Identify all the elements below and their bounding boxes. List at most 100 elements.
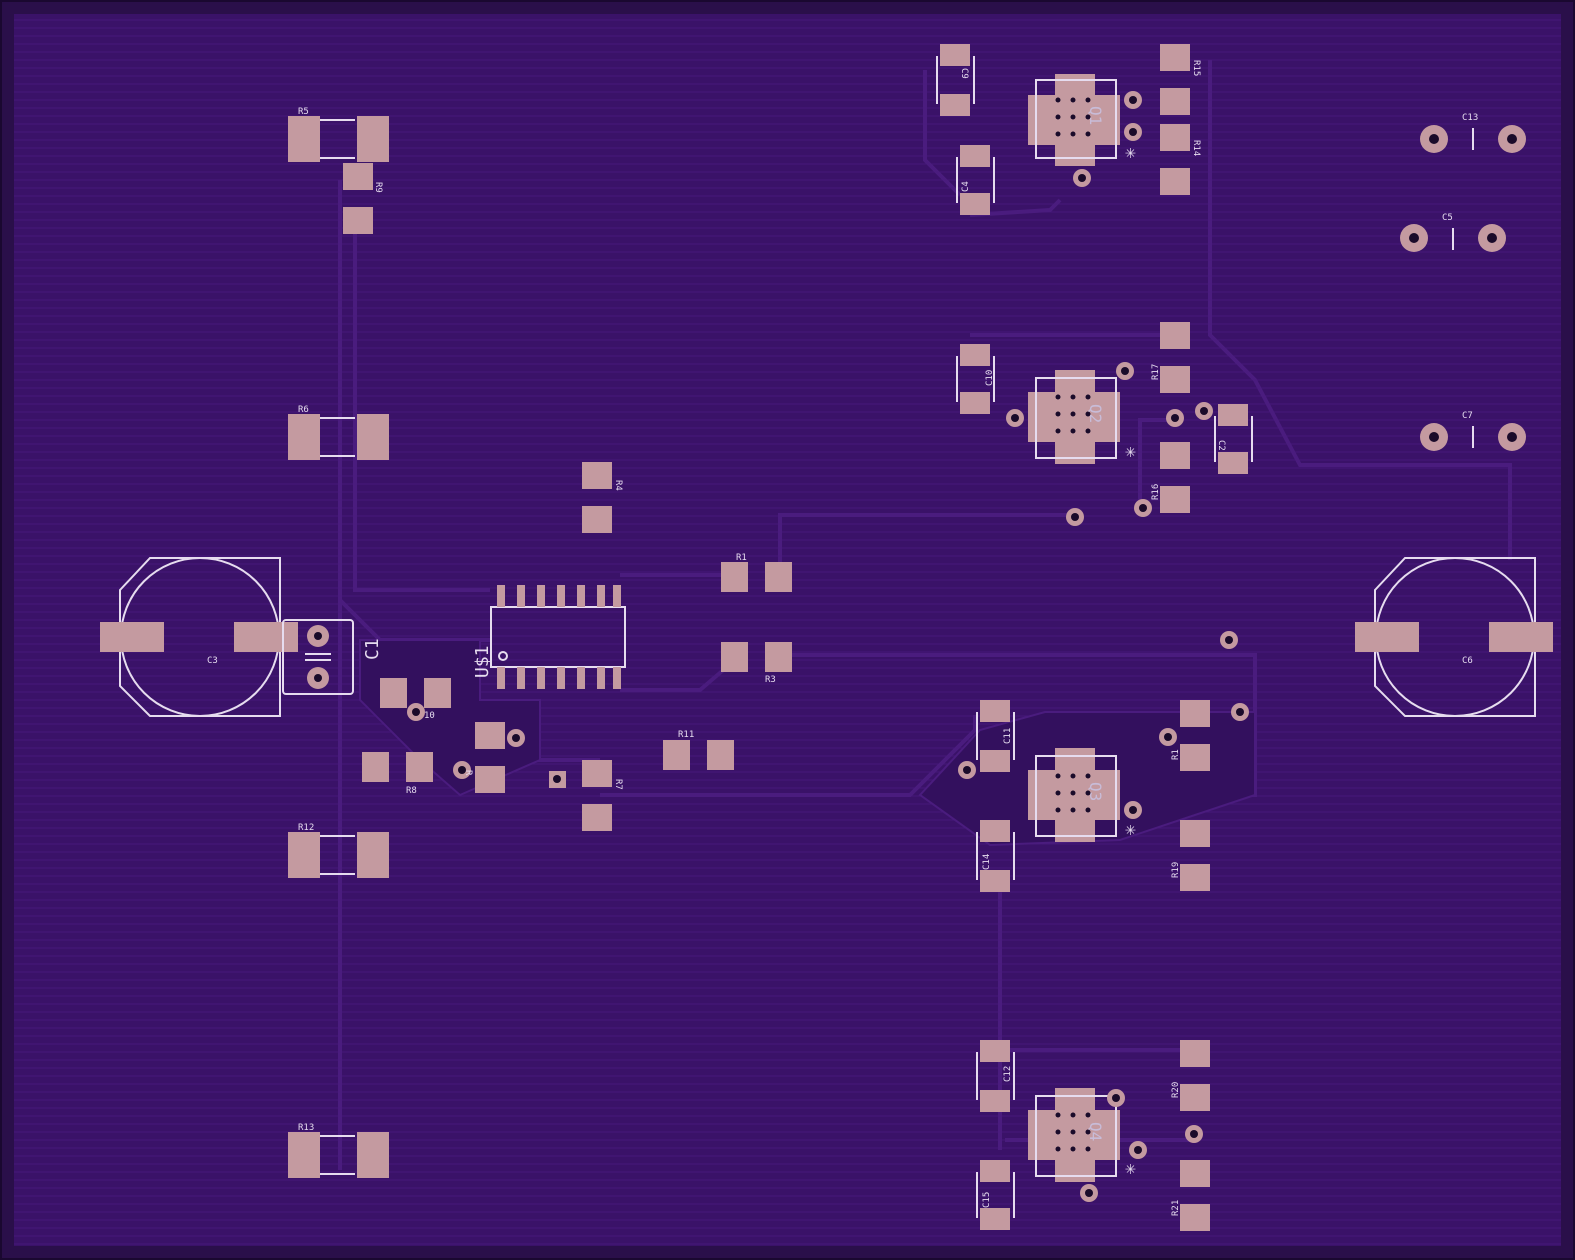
thermal-via xyxy=(1085,394,1091,400)
label-R3: R3 xyxy=(765,675,776,685)
label-C7: C7 xyxy=(1462,411,1473,421)
thermal-via xyxy=(1070,1146,1076,1152)
resistor-R5: R5 xyxy=(288,107,389,162)
pad xyxy=(288,832,320,878)
label-R8: R8 xyxy=(406,786,417,796)
label-Q2: Q2 xyxy=(1086,404,1105,423)
thermal-via xyxy=(1085,131,1091,137)
thermal-via xyxy=(1070,790,1076,796)
thermal-via xyxy=(1085,114,1091,120)
label-C13: C13 xyxy=(1462,113,1478,123)
via-hole xyxy=(1129,96,1137,104)
cap-C6: C6 xyxy=(1355,557,1553,717)
via-hole xyxy=(1121,367,1129,375)
label-Q4: Q4 xyxy=(1086,1122,1105,1141)
thermal-via xyxy=(1085,1146,1091,1152)
label-C11: C11 xyxy=(1003,728,1013,744)
via-hole xyxy=(1429,134,1439,144)
component-labels: R1 R3 R8 10 R11 C13 C5 C7 R9 R4 R7 R C9 … xyxy=(373,60,1478,1216)
mosfet-Q4 xyxy=(1028,1088,1120,1182)
thermal-via xyxy=(1085,411,1091,417)
svg-text:✳: ✳ xyxy=(1125,819,1136,840)
thermal-via xyxy=(1070,114,1076,120)
via-hole xyxy=(1225,636,1233,644)
pad xyxy=(234,622,298,652)
label-R14: R14 xyxy=(1191,140,1201,156)
ic-U1-pins xyxy=(497,585,621,689)
label-C15: C15 xyxy=(982,1192,992,1208)
via-hole xyxy=(1112,1094,1120,1102)
cap-C3: C3 xyxy=(100,557,298,717)
label-R15: R15 xyxy=(1191,60,1201,76)
label-R20: R20 xyxy=(1171,1082,1181,1098)
label-R2: R xyxy=(463,770,473,776)
thermal-via xyxy=(1085,1112,1091,1118)
label-U01: U$1 xyxy=(472,645,493,678)
thermal-via xyxy=(1070,411,1076,417)
label-C6: C6 xyxy=(1462,656,1473,666)
label-C1: C1 xyxy=(362,638,383,660)
thermal-via xyxy=(1070,773,1076,779)
label-R6: R6 xyxy=(298,405,309,415)
via-hole xyxy=(1085,1189,1093,1197)
thermal-via xyxy=(1070,131,1076,137)
via-hole xyxy=(412,708,420,716)
cap-C1: C1 xyxy=(282,619,383,695)
thermal-via xyxy=(1055,1112,1061,1118)
label-R4: R4 xyxy=(613,480,623,491)
via-hole xyxy=(1507,432,1517,442)
label-C9: C9 xyxy=(959,68,969,79)
label-R13: R13 xyxy=(298,1123,314,1133)
thermal-via xyxy=(1085,790,1091,796)
label-C14: C14 xyxy=(982,854,992,870)
pad xyxy=(288,116,320,162)
thermal-via xyxy=(1055,790,1061,796)
pad xyxy=(288,414,320,460)
pad xyxy=(1355,622,1419,652)
label-R7: R7 xyxy=(613,779,623,790)
pad xyxy=(357,116,389,162)
label-C4: C4 xyxy=(961,181,971,192)
label-R18: R1 xyxy=(1171,749,1181,760)
via-hole xyxy=(1139,504,1147,512)
label-C10: C10 xyxy=(985,370,995,386)
thermal-via xyxy=(1055,394,1061,400)
label-Q1: Q1 xyxy=(1086,106,1105,125)
thermal-via xyxy=(1055,411,1061,417)
pad xyxy=(357,1132,389,1178)
label-R10: 10 xyxy=(424,711,435,721)
via-hole xyxy=(1011,414,1019,422)
vias xyxy=(407,91,1526,1202)
via-hole xyxy=(553,775,561,783)
via-hole xyxy=(1129,806,1137,814)
resistor-R6: R6 xyxy=(288,405,389,460)
thermal-via xyxy=(1070,1129,1076,1135)
thermal-via xyxy=(1055,131,1061,137)
via-hole xyxy=(1171,414,1179,422)
label-R9: R9 xyxy=(373,182,383,193)
via-hole xyxy=(1409,233,1419,243)
via-hole xyxy=(1129,128,1137,136)
thermal-via xyxy=(1055,773,1061,779)
thermal-via xyxy=(1055,97,1061,103)
thermal-via xyxy=(1055,428,1061,434)
label-R11: R11 xyxy=(678,730,694,740)
thermal-via xyxy=(1055,807,1061,813)
smd-pads xyxy=(343,44,1248,1231)
via-hole xyxy=(1487,233,1497,243)
label-R19: R19 xyxy=(1171,862,1181,878)
thermal-via xyxy=(1070,1112,1076,1118)
thermal-via xyxy=(1055,1146,1061,1152)
thermal-via xyxy=(1055,1129,1061,1135)
via-hole xyxy=(1200,407,1208,415)
thermal-via xyxy=(1085,428,1091,434)
label-C2: C2 xyxy=(1216,440,1226,451)
label-Q3: Q3 xyxy=(1086,782,1105,801)
mosfet-Q1 xyxy=(1028,74,1120,166)
via-hole xyxy=(963,766,971,774)
label-R21: R21 xyxy=(1171,1200,1181,1216)
label-C3: C3 xyxy=(207,656,218,666)
via-hole xyxy=(1134,1146,1142,1154)
resistor-R13: R13 xyxy=(288,1123,389,1178)
svg-text:✳: ✳ xyxy=(1125,441,1136,462)
